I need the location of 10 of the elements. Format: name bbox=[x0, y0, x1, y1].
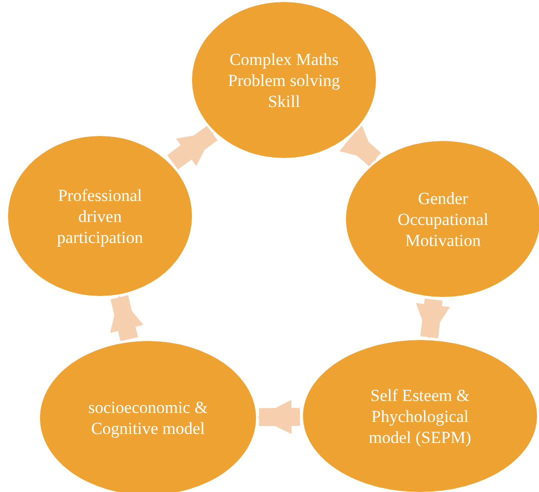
node-label: Complex Maths Problem solving Skill bbox=[227, 48, 341, 112]
block-arrow bbox=[257, 400, 300, 434]
node-label: Gender Occupational Motivation bbox=[396, 188, 490, 250]
node-label: Self Esteem & Phychological model (SEPM) bbox=[368, 384, 472, 448]
block-arrow bbox=[339, 125, 381, 166]
node-label: socioeconomic & Cognitive model bbox=[87, 397, 209, 439]
node-label: Professional driven participation bbox=[56, 184, 144, 248]
block-arrow bbox=[416, 298, 450, 339]
block-arrow bbox=[167, 126, 218, 170]
block-arrow bbox=[110, 295, 144, 342]
